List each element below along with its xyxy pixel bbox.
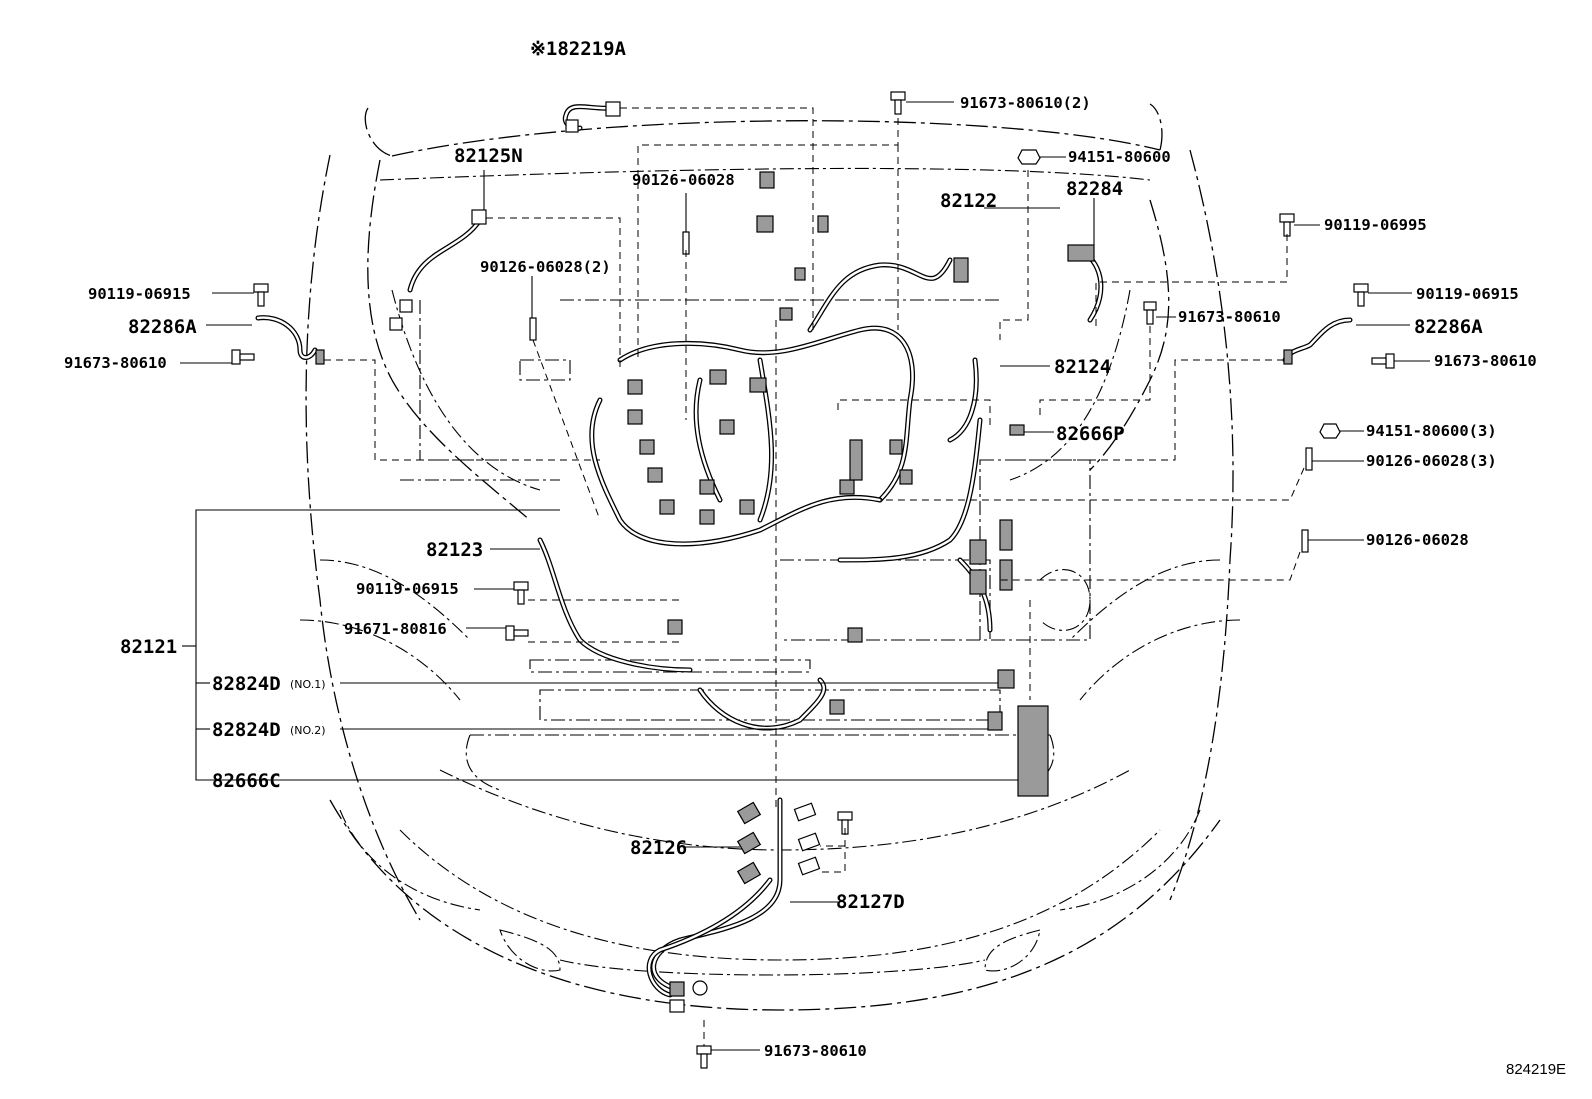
bolt-icon — [890, 91, 906, 115]
label-91673-80610-mid: 91673-80610 — [1178, 308, 1281, 326]
label-82122: 82122 — [940, 190, 997, 212]
label-90126-06028-b: 90126-06028 — [1366, 531, 1469, 549]
bolt-icon — [1353, 283, 1369, 307]
label-82121: 82121 — [120, 636, 177, 658]
label-82286a-left: 82286A — [128, 316, 197, 338]
label-94151-80600: 94151-80600 — [1068, 148, 1171, 166]
bolt-icon — [1371, 353, 1395, 369]
nut-icon — [1017, 149, 1041, 165]
label-91673-80610-bottom: 91673-80610 — [764, 1042, 867, 1060]
leader-lines — [180, 101, 1430, 1051]
label-90126-06028-2: 90126-06028(2) — [480, 258, 611, 276]
label-82219a: ※182219A — [530, 38, 627, 60]
label-90119-06915-left: 90119-06915 — [88, 285, 191, 303]
label-90119-06995: 90119-06995 — [1324, 216, 1427, 234]
stud-icon — [1305, 447, 1313, 471]
bolt-icon — [513, 581, 529, 605]
bolt-icon — [231, 349, 255, 365]
label-82666c: 82666C — [212, 770, 281, 792]
label-82123: 82123 — [426, 539, 483, 561]
label-82124: 82124 — [1054, 356, 1111, 378]
label-82666p: 82666P — [1056, 423, 1125, 445]
label-82125n: 82125N — [454, 145, 523, 167]
label-91671-80816: 91671-80816 — [344, 620, 447, 638]
stud-icon — [529, 317, 537, 341]
label-82286a-right: 82286A — [1414, 316, 1483, 338]
diagram-code: 824219E — [1506, 1061, 1566, 1078]
stud-icon — [1301, 529, 1309, 553]
label-82126: 82126 — [630, 837, 687, 859]
bolt-icon — [1279, 213, 1295, 237]
connectors — [315, 101, 1293, 1013]
label-91673-80610-2: 91673-80610(2) — [960, 94, 1091, 112]
label-82824d-no2-sub: (NO.2) — [290, 724, 326, 737]
reference-lines — [324, 107, 1305, 1046]
label-91673-80610-right: 91673-80610 — [1434, 352, 1537, 370]
label-90126-06028-3: 90126-06028(3) — [1366, 452, 1497, 470]
bolt-icon — [1143, 301, 1157, 325]
bolt-icon — [253, 283, 269, 307]
label-82127d: 82127D — [836, 891, 905, 913]
nut-icon — [1319, 423, 1341, 439]
label-82284: 82284 — [1066, 178, 1123, 200]
label-90119-06915-center: 90119-06915 — [356, 580, 459, 598]
label-94151-80600-3: 94151-80600(3) — [1366, 422, 1497, 440]
part-labels: ※182219A 82125N 90126-06028 90126-06028(… — [64, 38, 1566, 1078]
label-91673-80610-left: 91673-80610 — [64, 354, 167, 372]
bolt-icon — [505, 625, 529, 641]
bolt-icon — [696, 1045, 712, 1069]
label-90126-06028-a: 90126-06028 — [632, 171, 735, 189]
label-82824d-no1-sub: (NO.1) — [290, 678, 326, 691]
vehicle-body-outline — [299, 103, 1241, 1011]
label-90119-06915-right: 90119-06915 — [1416, 285, 1519, 303]
label-82824d-no2: 82824D — [212, 719, 281, 741]
label-82824d-no1: 82824D — [212, 673, 281, 695]
